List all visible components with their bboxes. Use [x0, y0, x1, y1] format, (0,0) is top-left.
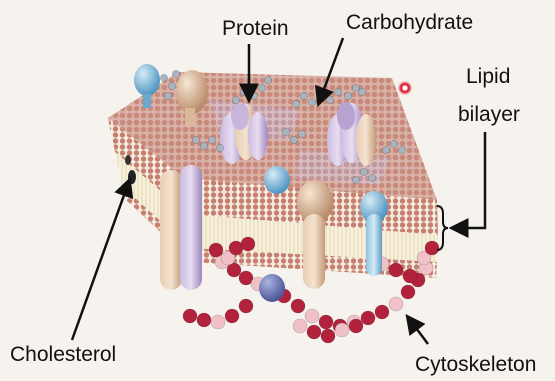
- carbohydrate-bead: [300, 92, 307, 99]
- cytoskeleton-label: Cytoskeleton: [415, 354, 536, 376]
- cytoskeleton-bead: [321, 329, 335, 343]
- carbohydrate-bead: [172, 70, 179, 77]
- cytoskeleton-bead: [389, 263, 403, 277]
- cytoskeleton-bead: [401, 285, 415, 299]
- cholesterol-arrow: [72, 184, 128, 340]
- cytoskeleton-bead: [197, 313, 211, 327]
- carbohydrate-bead: [298, 130, 305, 137]
- cholesterol-label: Cholesterol: [10, 344, 116, 366]
- carbohydrate-bead: [360, 168, 367, 175]
- carbohydrate-bead: [368, 174, 375, 181]
- lipid-bilayer-label-line2: bilayer: [458, 104, 520, 126]
- lipid-bilayer-brace: [437, 206, 448, 250]
- carbohydrate-bead: [200, 142, 207, 149]
- carbohydrate-bead: [290, 136, 297, 143]
- cytoskeleton-bead: [335, 323, 349, 337]
- cytoskeleton-bead: [425, 241, 439, 255]
- lipid-bilayer-arrow: [456, 132, 485, 228]
- cytoskeleton-bead: [403, 269, 417, 283]
- carbohydrate-bead: [258, 84, 265, 91]
- carbohydrate-bead: [352, 176, 359, 183]
- carbohydrate-bead: [264, 76, 271, 83]
- carbohydrate-bead: [292, 100, 299, 107]
- cytoskeleton-bead: [349, 319, 363, 333]
- cytoskeleton-bead: [241, 237, 255, 251]
- carbohydrate-bead: [282, 128, 289, 135]
- carbohydrate-bead: [326, 96, 333, 103]
- cytoskeleton-bead: [389, 297, 403, 311]
- cytoskeleton-bead: [225, 309, 239, 323]
- carbohydrate-label: Carbohydrate: [346, 12, 473, 34]
- cursor-indicator: [398, 81, 412, 95]
- protein-label: Protein: [222, 18, 289, 40]
- carbohydrate-bead: [382, 146, 389, 153]
- carbohydrate-bead: [192, 136, 199, 143]
- cytoskeleton-bead: [209, 243, 223, 257]
- cytoskeleton-bead: [293, 319, 307, 333]
- cytoskeleton-bead: [361, 311, 375, 325]
- cytoskeleton-bead: [375, 305, 389, 319]
- carbohydrate-bead: [232, 96, 239, 103]
- peripheral-protein-navy: [259, 274, 285, 302]
- carbohydrate-bead: [344, 92, 351, 99]
- peripheral-protein-blue: [264, 166, 290, 194]
- carbohydrate-bead: [334, 88, 341, 95]
- carbohydrate-bead: [216, 144, 223, 151]
- carbohydrate-bead: [390, 140, 397, 147]
- carbohydrate-bead: [308, 98, 315, 105]
- cytoskeleton-arrow: [410, 320, 428, 344]
- cytoskeleton-bead: [291, 299, 305, 313]
- lipid-bilayer-label-line1: Lipid: [466, 66, 510, 88]
- carbohydrate-bead: [164, 92, 171, 99]
- carbohydrate-bead: [208, 136, 215, 143]
- carbohydrate-bead: [240, 88, 247, 95]
- cytoskeleton-bead: [211, 315, 225, 329]
- cytoskeleton-bead: [319, 315, 333, 329]
- carbohydrate-bead: [168, 82, 175, 89]
- carbohydrate-bead: [160, 74, 167, 81]
- cytoskeleton-bead: [307, 325, 321, 339]
- carbohydrate-bead: [398, 146, 405, 153]
- cytoskeleton-bead: [239, 299, 253, 313]
- carbohydrate-bead: [358, 88, 365, 95]
- cytoskeleton-bead: [183, 309, 197, 323]
- cytoskeleton-bead: [305, 309, 319, 323]
- carbohydrate-bead: [250, 92, 257, 99]
